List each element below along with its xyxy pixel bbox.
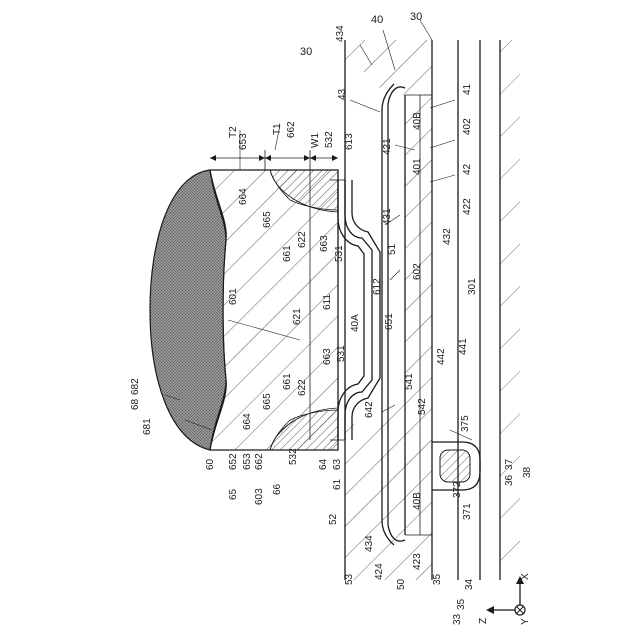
label-665-top: 665 xyxy=(262,211,273,228)
label-681: 681 xyxy=(142,418,153,435)
label-434-top: 434 xyxy=(335,25,346,42)
label-531-top: 531 xyxy=(334,245,345,262)
label-622-top: 622 xyxy=(297,231,308,248)
label-653-bottom: 653 xyxy=(242,453,253,470)
label-652: 652 xyxy=(228,453,239,470)
label-622-bottom: 622 xyxy=(297,379,308,396)
label-30-top: 30 xyxy=(300,46,312,58)
label-601: 601 xyxy=(228,288,239,305)
substrate-layers xyxy=(432,40,520,580)
label-663-top: 663 xyxy=(319,235,330,252)
label-422: 422 xyxy=(462,198,473,215)
label-424: 424 xyxy=(374,563,385,580)
label-402: 402 xyxy=(462,118,473,135)
label-64: 64 xyxy=(318,458,329,470)
label-301: 301 xyxy=(467,278,478,295)
label-30-corner: 30 xyxy=(410,11,422,23)
label-66: 66 xyxy=(272,483,283,495)
label-40B-bottom: 40B xyxy=(412,492,423,510)
label-661-bottom: 661 xyxy=(282,373,293,390)
axis-label-y: Y xyxy=(520,618,531,625)
label-40A: 40A xyxy=(350,314,361,332)
label-602: 602 xyxy=(412,263,423,280)
label-53: 53 xyxy=(344,573,355,585)
label-43: 43 xyxy=(337,88,348,100)
label-531-bottom: 531 xyxy=(336,345,347,362)
label-401: 401 xyxy=(412,158,423,175)
label-434-bottom: 434 xyxy=(364,535,375,552)
label-603: 603 xyxy=(254,488,265,505)
label-50: 50 xyxy=(396,578,407,590)
label-661-top: 661 xyxy=(282,245,293,262)
label-375: 375 xyxy=(460,415,471,432)
label-613: 613 xyxy=(344,133,355,150)
label-68: 68 xyxy=(130,398,141,410)
label-33: 33 xyxy=(452,613,463,625)
label-611: 611 xyxy=(322,294,333,310)
label-664-bottom: 664 xyxy=(242,413,253,430)
label-34: 34 xyxy=(464,578,475,590)
axis-label-x: X xyxy=(520,573,531,580)
label-51: 51 xyxy=(387,243,398,255)
label-653-top: 653 xyxy=(238,133,249,150)
label-36: 36 xyxy=(504,474,515,486)
label-642: 642 xyxy=(364,401,375,418)
label-682: 682 xyxy=(130,378,141,395)
label-38: 38 xyxy=(522,466,533,478)
label-37: 37 xyxy=(504,458,515,470)
label-371: 371 xyxy=(462,503,473,520)
label-532-bottom: 532 xyxy=(288,448,299,465)
label-372: 372 xyxy=(452,481,463,498)
label-42: 42 xyxy=(462,163,473,175)
label-61: 61 xyxy=(332,478,343,490)
label-665-bottom: 665 xyxy=(262,393,273,410)
label-41: 41 xyxy=(462,83,473,95)
label-542: 542 xyxy=(417,398,428,415)
label-432: 432 xyxy=(442,228,453,245)
label-52: 52 xyxy=(328,513,339,525)
label-541: 541 xyxy=(404,373,415,390)
label-651: 651 xyxy=(384,313,395,330)
label-421: 421 xyxy=(382,138,393,155)
label-35-lower: 35 xyxy=(456,598,467,610)
label-35-upper: 35 xyxy=(432,573,443,585)
axis-indicator: X Y Z xyxy=(478,573,531,625)
label-662-bottom: 662 xyxy=(254,453,265,470)
label-431: 431 xyxy=(382,208,393,225)
label-65: 65 xyxy=(228,488,239,500)
label-63: 63 xyxy=(332,458,343,470)
label-532-top: 532 xyxy=(324,131,335,148)
label-662-top: 662 xyxy=(286,121,297,138)
label-T1: T1 xyxy=(272,123,283,135)
label-W1: W1 xyxy=(310,133,321,148)
label-40: 40 xyxy=(371,14,383,26)
label-621: 621 xyxy=(292,308,303,325)
pillar-60 xyxy=(210,170,338,450)
label-T2: T2 xyxy=(228,126,239,138)
label-663-bottom: 663 xyxy=(322,348,333,365)
label-664-top: 664 xyxy=(238,188,249,205)
axis-label-z: Z xyxy=(478,618,489,624)
solder-bump-68 xyxy=(150,170,226,450)
label-423: 423 xyxy=(412,553,423,570)
label-60: 60 xyxy=(205,458,216,470)
label-40B-top: 40B xyxy=(412,112,423,130)
label-612: 612 xyxy=(372,278,383,295)
label-441: 441 xyxy=(458,338,469,355)
label-442: 442 xyxy=(436,348,447,365)
